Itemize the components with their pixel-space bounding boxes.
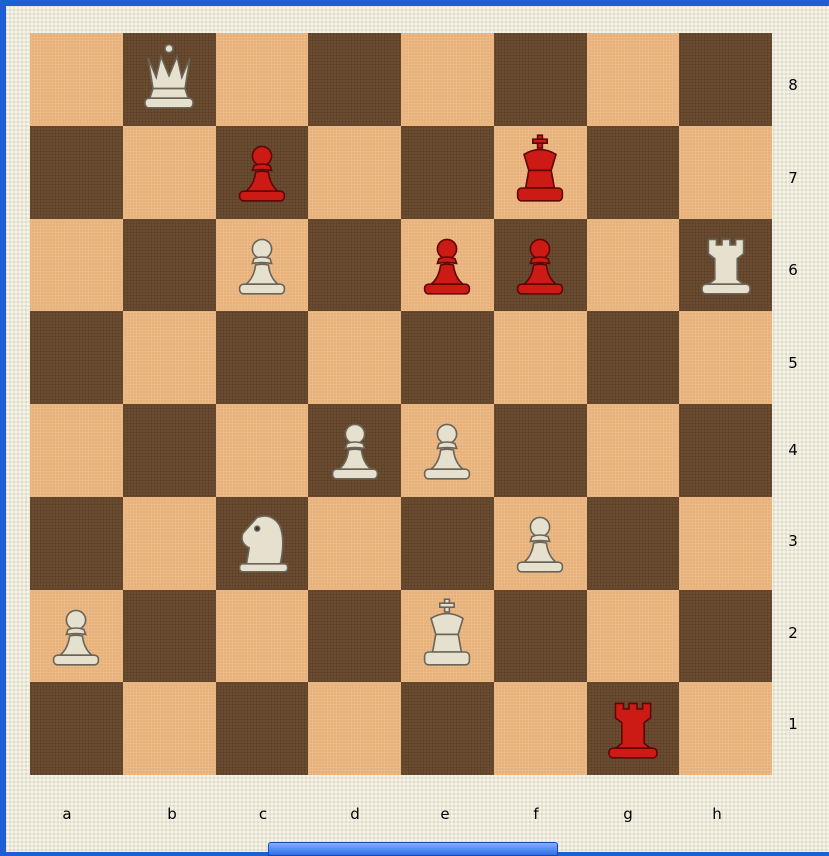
square-d8[interactable]: [308, 33, 401, 126]
square-e3[interactable]: [401, 497, 494, 590]
square-c7[interactable]: [216, 126, 309, 219]
red-pawn-icon[interactable]: [222, 132, 302, 212]
square-c3[interactable]: [216, 497, 309, 590]
square-g6[interactable]: [587, 219, 680, 312]
square-b1[interactable]: [123, 682, 216, 775]
white-queen-icon[interactable]: [129, 39, 209, 119]
square-h6[interactable]: [679, 219, 772, 312]
square-b3[interactable]: [123, 497, 216, 590]
square-a5[interactable]: [30, 311, 123, 404]
square-f3[interactable]: [494, 497, 587, 590]
square-g4[interactable]: [587, 404, 680, 497]
square-e1[interactable]: [401, 682, 494, 775]
white-pawn-icon[interactable]: [500, 503, 580, 583]
scrollbar-thumb[interactable]: [268, 842, 558, 856]
rank-label-1: 1: [783, 714, 803, 734]
square-b5[interactable]: [123, 311, 216, 404]
white-pawn-icon[interactable]: [222, 225, 302, 305]
red-pawn-icon[interactable]: [407, 225, 487, 305]
square-a8[interactable]: [30, 33, 123, 126]
square-c5[interactable]: [216, 311, 309, 404]
square-a3[interactable]: [30, 497, 123, 590]
file-label-h: h: [707, 804, 727, 824]
square-e8[interactable]: [401, 33, 494, 126]
file-label-g: g: [618, 804, 638, 824]
square-d7[interactable]: [308, 126, 401, 219]
square-f1[interactable]: [494, 682, 587, 775]
square-a6[interactable]: [30, 219, 123, 312]
square-f2[interactable]: [494, 590, 587, 683]
square-g7[interactable]: [587, 126, 680, 219]
square-a7[interactable]: [30, 126, 123, 219]
square-h1[interactable]: [679, 682, 772, 775]
square-b2[interactable]: [123, 590, 216, 683]
square-f4[interactable]: [494, 404, 587, 497]
square-c4[interactable]: [216, 404, 309, 497]
square-h2[interactable]: [679, 590, 772, 683]
white-pawn-icon[interactable]: [36, 596, 116, 676]
file-label-c: c: [253, 804, 273, 824]
file-label-b: b: [162, 804, 182, 824]
square-a2[interactable]: [30, 590, 123, 683]
square-f6[interactable]: [494, 219, 587, 312]
square-d2[interactable]: [308, 590, 401, 683]
rank-label-5: 5: [783, 353, 803, 373]
rank-label-8: 8: [783, 75, 803, 95]
square-g2[interactable]: [587, 590, 680, 683]
square-f5[interactable]: [494, 311, 587, 404]
square-e2[interactable]: [401, 590, 494, 683]
rank-label-2: 2: [783, 623, 803, 643]
square-d3[interactable]: [308, 497, 401, 590]
square-h3[interactable]: [679, 497, 772, 590]
red-pawn-icon[interactable]: [500, 225, 580, 305]
square-e4[interactable]: [401, 404, 494, 497]
square-e5[interactable]: [401, 311, 494, 404]
white-pawn-icon[interactable]: [315, 410, 395, 490]
white-rook-icon[interactable]: [686, 225, 766, 305]
square-b7[interactable]: [123, 126, 216, 219]
square-b4[interactable]: [123, 404, 216, 497]
red-rook-icon[interactable]: [593, 689, 673, 769]
square-c6[interactable]: [216, 219, 309, 312]
square-a1[interactable]: [30, 682, 123, 775]
file-label-d: d: [345, 804, 365, 824]
square-g5[interactable]: [587, 311, 680, 404]
white-knight-icon[interactable]: [222, 503, 302, 583]
square-h8[interactable]: [679, 33, 772, 126]
rank-label-7: 7: [783, 168, 803, 188]
rank-label-6: 6: [783, 260, 803, 280]
square-b8[interactable]: [123, 33, 216, 126]
rank-label-4: 4: [783, 440, 803, 460]
square-c1[interactable]: [216, 682, 309, 775]
square-f8[interactable]: [494, 33, 587, 126]
chess-board[interactable]: [30, 33, 772, 775]
square-b6[interactable]: [123, 219, 216, 312]
white-pawn-icon[interactable]: [407, 410, 487, 490]
file-label-f: f: [526, 804, 546, 824]
square-e6[interactable]: [401, 219, 494, 312]
rank-label-3: 3: [783, 531, 803, 551]
square-d6[interactable]: [308, 219, 401, 312]
square-g8[interactable]: [587, 33, 680, 126]
square-h5[interactable]: [679, 311, 772, 404]
square-c8[interactable]: [216, 33, 309, 126]
red-king-icon[interactable]: [500, 132, 580, 212]
square-f7[interactable]: [494, 126, 587, 219]
square-d4[interactable]: [308, 404, 401, 497]
square-h7[interactable]: [679, 126, 772, 219]
square-c2[interactable]: [216, 590, 309, 683]
file-label-a: a: [57, 804, 77, 824]
file-label-e: e: [435, 804, 455, 824]
white-king-icon[interactable]: [407, 596, 487, 676]
square-d5[interactable]: [308, 311, 401, 404]
square-d1[interactable]: [308, 682, 401, 775]
square-g1[interactable]: [587, 682, 680, 775]
square-h4[interactable]: [679, 404, 772, 497]
square-e7[interactable]: [401, 126, 494, 219]
square-g3[interactable]: [587, 497, 680, 590]
square-a4[interactable]: [30, 404, 123, 497]
